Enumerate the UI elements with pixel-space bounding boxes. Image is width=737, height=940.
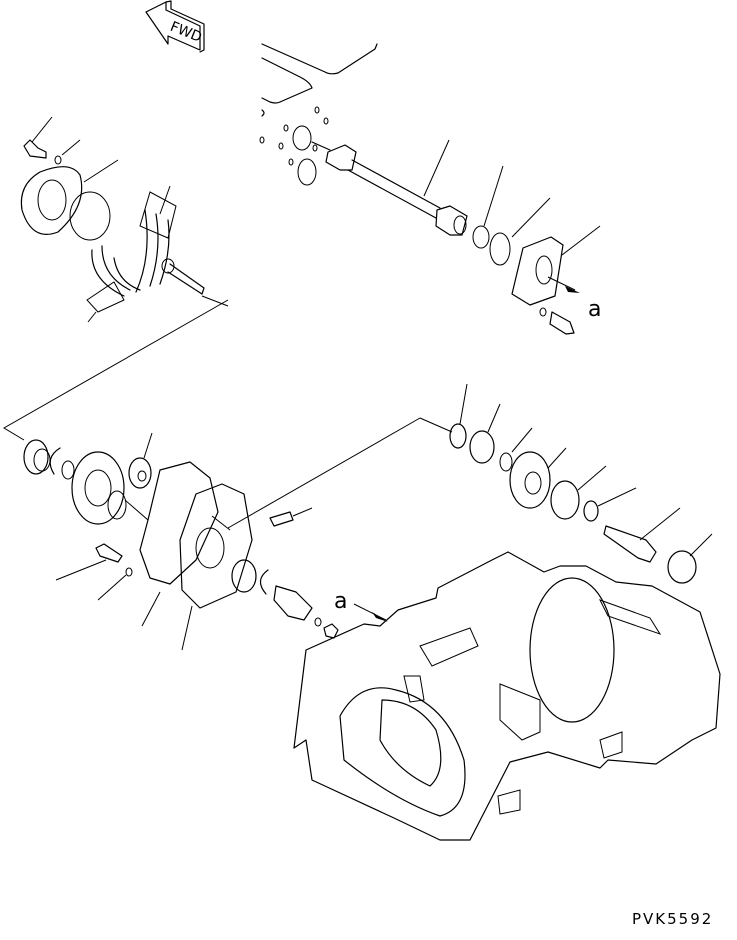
right-shaft-group <box>449 383 713 584</box>
o-rings-flange: a <box>472 165 601 335</box>
upper-body-outline <box>259 43 378 186</box>
ref-mark-a-upper: a <box>588 297 601 322</box>
transmission-case: a <box>293 551 721 841</box>
fwd-label: FWD <box>168 19 204 46</box>
left-gear-group <box>23 432 153 525</box>
drawing-code: PVK5592 <box>632 910 714 928</box>
cover-and-gasket <box>55 461 313 651</box>
tube-part <box>311 139 468 236</box>
upper-left-cover-group <box>20 116 229 323</box>
pinion-group <box>231 559 339 639</box>
leader-lines <box>3 299 453 529</box>
ref-mark-a-lower: a <box>334 589 347 614</box>
fwd-arrow-icon: FWD <box>145 0 205 53</box>
